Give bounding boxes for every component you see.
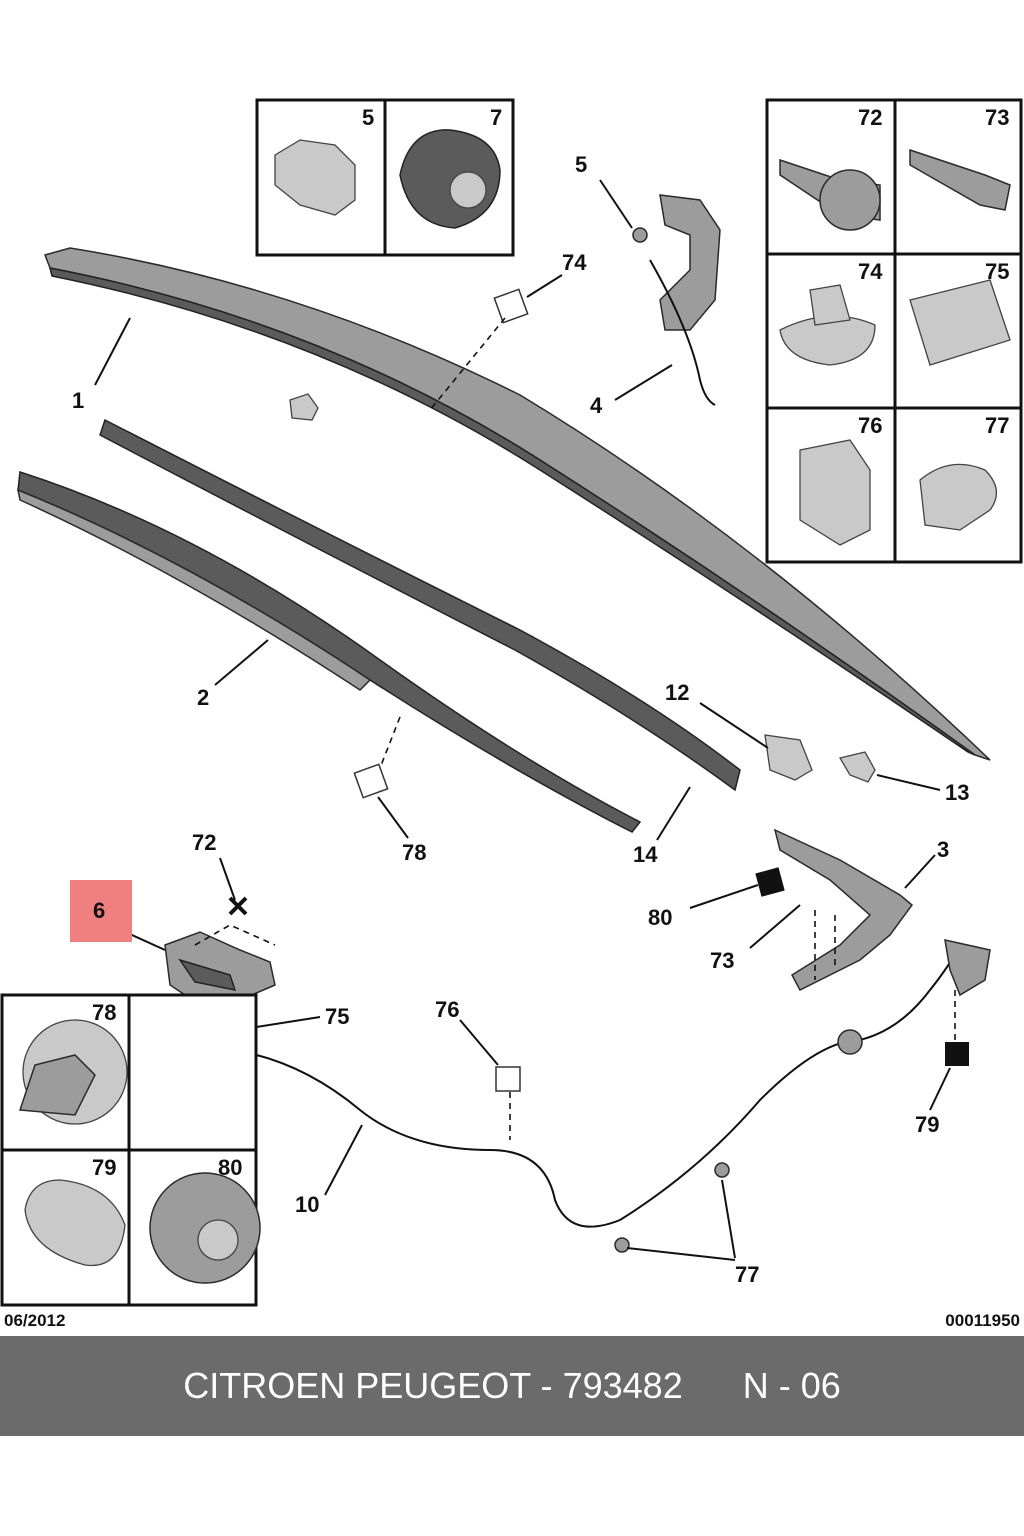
callout-labels: 1 2 3 4 5 6 10 12 13 14 72 73 74 75 76 7… xyxy=(72,152,969,1287)
callout-4: 4 xyxy=(590,393,603,418)
box-num-77: 77 xyxy=(985,413,1009,438)
callout-80: 80 xyxy=(648,905,672,930)
marker-squares xyxy=(353,288,969,1092)
callout-14: 14 xyxy=(633,842,658,867)
release-cable xyxy=(231,939,991,1253)
date-code: 06/2012 xyxy=(4,1311,65,1330)
box-num-76: 76 xyxy=(858,413,882,438)
callout-6: 6 xyxy=(93,898,105,923)
callout-76: 76 xyxy=(435,997,459,1022)
bottom-reference-box xyxy=(0,993,261,1307)
highlight-box-6 xyxy=(70,880,132,942)
box-num-79: 79 xyxy=(92,1155,116,1180)
box-num-80: 80 xyxy=(218,1155,242,1180)
footer-page: N - 06 xyxy=(742,1365,841,1406)
box-num-78: 78 xyxy=(92,1000,116,1025)
box-num-72: 72 xyxy=(858,105,882,130)
lower-strip xyxy=(16,471,642,833)
right-reference-box xyxy=(765,98,1023,564)
top-reference-box xyxy=(255,98,515,257)
clip-12 xyxy=(764,734,813,781)
box-numbers: 5 7 72 73 74 75 76 77 78 79 80 xyxy=(92,105,1009,1180)
callout-79: 79 xyxy=(915,1112,939,1137)
callout-72: 72 xyxy=(192,830,216,855)
footer-brand: CITROEN PEUGEOT - 793482 xyxy=(183,1365,683,1406)
cross-marker xyxy=(228,896,248,916)
callout-10: 10 xyxy=(295,1192,319,1217)
callout-78: 78 xyxy=(402,840,426,865)
callout-1: 1 xyxy=(72,388,84,413)
callout-12: 12 xyxy=(665,680,689,705)
callout-5: 5 xyxy=(575,152,587,177)
leader-lines xyxy=(94,179,956,1261)
box-num-5: 5 xyxy=(362,105,374,130)
clip-13 xyxy=(838,751,876,783)
callout-75: 75 xyxy=(325,1004,349,1029)
hinge-bracket xyxy=(632,194,721,406)
striker-bracket xyxy=(773,828,914,991)
callout-77: 77 xyxy=(735,1262,759,1287)
callout-2: 2 xyxy=(197,685,209,710)
box-num-74: 74 xyxy=(858,259,883,284)
callout-3: 3 xyxy=(937,837,949,862)
callout-73: 73 xyxy=(710,948,734,973)
box-num-7: 7 xyxy=(490,105,502,130)
callout-74: 74 xyxy=(562,250,587,275)
box-num-75: 75 xyxy=(985,259,1009,284)
footer-bar: CITROEN PEUGEOT - 793482 N - 06 xyxy=(0,1336,1024,1436)
reference-number: 00011950 xyxy=(945,1311,1020,1330)
seal-strip xyxy=(99,418,741,792)
hood-panel xyxy=(44,247,991,761)
callout-13: 13 xyxy=(945,780,969,805)
box-num-73: 73 xyxy=(985,105,1009,130)
